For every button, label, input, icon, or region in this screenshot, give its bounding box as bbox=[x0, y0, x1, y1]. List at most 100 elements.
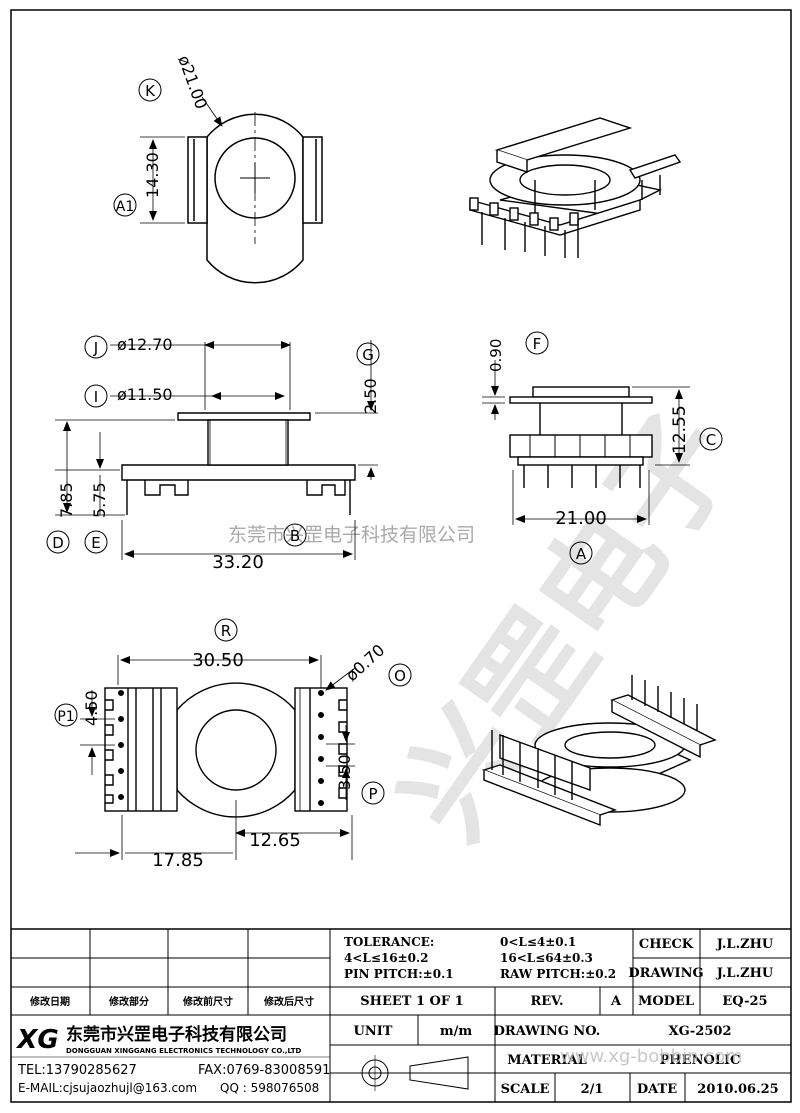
drawing-no-value: XG-2502 bbox=[668, 1024, 731, 1039]
check-value: J.L.ZHU bbox=[716, 937, 774, 952]
contact-fax: FAX:0769-83008591 bbox=[198, 1063, 330, 1078]
front-view bbox=[55, 340, 378, 560]
front-dia2: ø11.50 bbox=[117, 385, 173, 404]
scale-value: 2/1 bbox=[581, 1082, 604, 1097]
approvals: CHECK J.L.ZHU DRAWING J.L.ZHU bbox=[628, 937, 773, 981]
front-width: 33.20 bbox=[212, 552, 264, 573]
sheet-border bbox=[10, 9, 792, 1103]
check-label: CHECK bbox=[639, 937, 694, 952]
svg-text:P: P bbox=[368, 785, 377, 803]
bottom-pitch2: 3.50 bbox=[335, 754, 354, 790]
sheet-row: SHEET 1 OF 1 REV. A MODEL EQ-25 bbox=[360, 994, 767, 1009]
svg-text:A: A bbox=[576, 545, 587, 563]
date-label: DATE bbox=[637, 1082, 677, 1097]
front-h-total: 7.85 bbox=[57, 482, 76, 518]
callout-p1: P1 bbox=[54, 703, 78, 727]
top-view bbox=[140, 96, 323, 284]
drawing-value: J.L.ZHU bbox=[716, 966, 774, 981]
company-en: DONGGUAN XINGGANG ELECTRONICS TECHNOLOGY… bbox=[66, 1047, 302, 1055]
callout-j: J bbox=[84, 335, 108, 359]
svg-text:修改日期: 修改日期 bbox=[29, 995, 70, 1008]
svg-text:C: C bbox=[706, 431, 716, 449]
tolerance-label: TOLERANCE: bbox=[344, 935, 434, 949]
top-height-label: 14.30 bbox=[143, 152, 162, 198]
scale-label: SCALE bbox=[501, 1082, 550, 1097]
svg-text:I: I bbox=[94, 388, 98, 406]
revision-headers: 修改日期 修改部分 修改前尺寸 修改后尺寸 bbox=[29, 995, 314, 1008]
bottom-left-dim: 17.85 bbox=[152, 850, 204, 871]
model-value: EQ-25 bbox=[722, 994, 767, 1009]
contact-tel: TEL:13790285627 bbox=[17, 1063, 137, 1078]
projection-symbol-icon bbox=[355, 1055, 469, 1091]
sheet-text: SHEET 1 OF 1 bbox=[360, 994, 463, 1009]
callout-o: O bbox=[388, 663, 412, 687]
svg-text:F: F bbox=[533, 335, 542, 353]
svg-text:XG: XG bbox=[15, 1025, 58, 1055]
callout-d: D bbox=[46, 530, 70, 554]
callout-e: E bbox=[84, 530, 108, 554]
front-h-mid: 5.75 bbox=[90, 482, 109, 518]
material-label: MATERIAL bbox=[507, 1053, 586, 1068]
callout-b: B bbox=[283, 523, 307, 547]
tolerance-right2: 16<L≤64±0.3 bbox=[500, 951, 593, 965]
svg-text:P1: P1 bbox=[57, 709, 74, 725]
drawing-no-label: DRAWING NO. bbox=[494, 1024, 601, 1039]
date-value: 2010.06.25 bbox=[697, 1082, 778, 1097]
callout-c: C bbox=[699, 427, 723, 451]
svg-text:G: G bbox=[362, 346, 374, 364]
iso-view-bottom bbox=[481, 675, 717, 827]
svg-text:A1: A1 bbox=[116, 199, 134, 215]
bottom-pin-dia: ø0.70 bbox=[342, 640, 388, 685]
svg-text:E: E bbox=[91, 534, 100, 552]
title-block bbox=[11, 928, 791, 1102]
svg-text:修改后尺寸: 修改后尺寸 bbox=[263, 995, 314, 1008]
front-h-top: 2.50 bbox=[361, 378, 380, 414]
web-watermark: www.xg-bobbin.com bbox=[560, 1046, 743, 1067]
callout-a1: A1 bbox=[113, 193, 137, 217]
svg-text:修改部分: 修改部分 bbox=[108, 995, 149, 1008]
iso-view-top bbox=[469, 117, 682, 258]
front-dia1: ø12.70 bbox=[117, 335, 173, 354]
company-cn: 东莞市兴罡电子科技有限公司 bbox=[66, 1024, 287, 1045]
svg-text:O: O bbox=[394, 667, 406, 685]
contact-email: E-MAIL:cjsujaozhujl@163.com bbox=[18, 1081, 197, 1095]
rev-label: REV. bbox=[530, 994, 563, 1009]
material-value: PHENOLIC bbox=[660, 1053, 741, 1068]
side-view bbox=[482, 360, 690, 525]
bottom-pitch1: 4.50 bbox=[82, 690, 101, 726]
tolerance-right1: 0<L≤4±0.1 bbox=[500, 935, 576, 949]
svg-text:B: B bbox=[290, 527, 300, 545]
unit-label: UNIT bbox=[354, 1024, 393, 1039]
top-dia-label: ø21.00 bbox=[174, 53, 211, 112]
drawing-label: DRAWING bbox=[628, 966, 703, 981]
company-logo: XG bbox=[15, 1019, 59, 1055]
callout-g: G bbox=[356, 342, 380, 366]
callout-i: I bbox=[84, 384, 108, 408]
svg-text:R: R bbox=[221, 622, 231, 640]
tolerance-line3: PIN PITCH:±0.1 bbox=[344, 967, 454, 981]
side-flange: 0.90 bbox=[487, 339, 505, 372]
svg-text:D: D bbox=[52, 534, 64, 552]
callout-r: R bbox=[214, 618, 238, 642]
callout-p: P bbox=[361, 781, 385, 805]
svg-text:J: J bbox=[93, 339, 98, 357]
tolerance-block: TOLERANCE: 4<L≤16±0.2 PIN PITCH:±0.1 0<L… bbox=[344, 935, 616, 981]
side-width: 21.00 bbox=[555, 508, 607, 529]
tolerance-line2: 4<L≤16±0.2 bbox=[344, 951, 429, 965]
callout-k: K bbox=[138, 78, 162, 102]
svg-text:K: K bbox=[145, 82, 156, 100]
unit-value: m/m bbox=[440, 1024, 473, 1039]
side-height: 12.55 bbox=[670, 405, 690, 454]
model-label: MODEL bbox=[638, 994, 694, 1009]
bottom-right-dim: 12.65 bbox=[249, 830, 301, 851]
bottom-view bbox=[75, 655, 356, 860]
rev-value: A bbox=[610, 994, 622, 1009]
contact-qq: QQ : 598076508 bbox=[220, 1081, 319, 1095]
tolerance-right3: RAW PITCH:±0.2 bbox=[500, 967, 616, 981]
callout-a: A bbox=[569, 541, 593, 565]
unit-row: UNIT m/m DRAWING NO. XG-2502 MATERIAL PH… bbox=[354, 1024, 779, 1097]
callout-f: F bbox=[525, 331, 549, 355]
svg-text:修改前尺寸: 修改前尺寸 bbox=[182, 995, 233, 1008]
bottom-width: 30.50 bbox=[192, 650, 244, 671]
